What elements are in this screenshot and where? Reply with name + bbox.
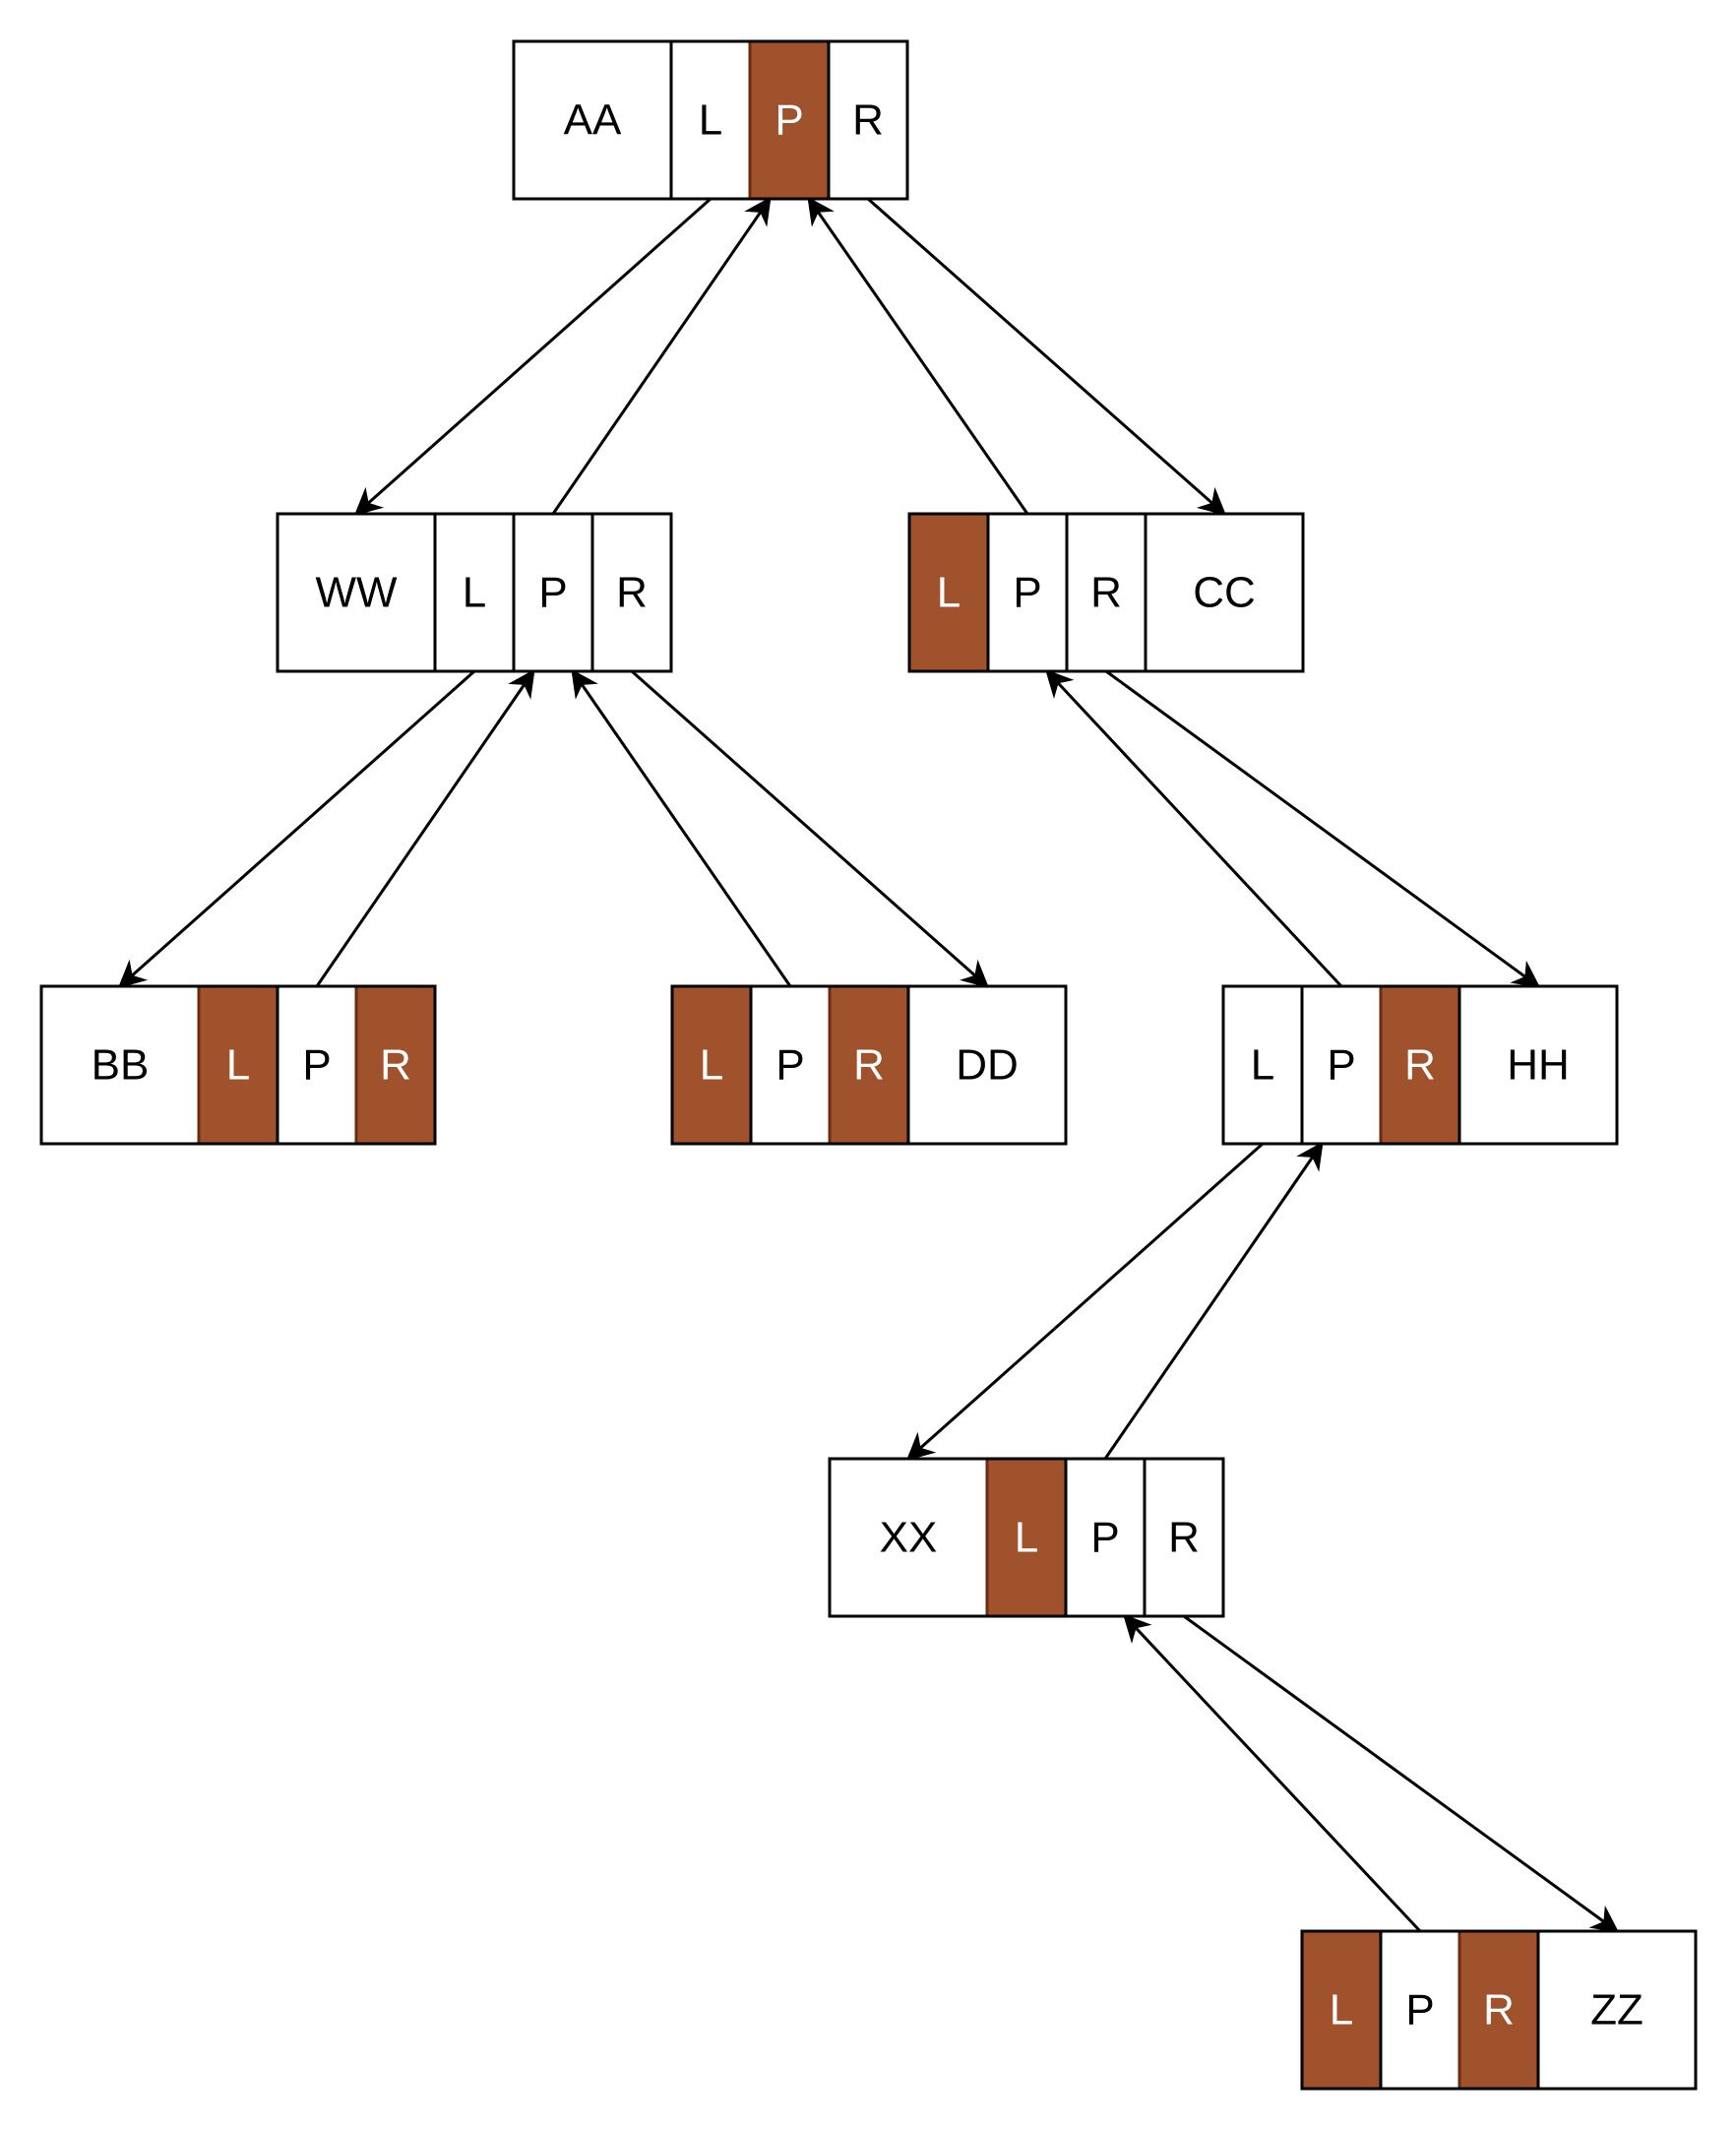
edge-hh-l-to-xx — [905, 1142, 1264, 1461]
node-bb-name-label: BB — [92, 1041, 150, 1090]
node-xx-p-label: P — [1090, 1514, 1119, 1562]
node-bb-r-label: R — [380, 1041, 411, 1090]
node-zz-p-label: P — [1405, 1986, 1434, 2035]
node-cc: L P R CC — [907, 512, 1305, 673]
node-xx-name-label: XX — [880, 1514, 938, 1562]
node-ww-r-label: R — [616, 569, 648, 617]
node-bb-r-cell — [354, 984, 437, 1146]
edge-aa-l-to-ww — [353, 197, 712, 516]
node-hh-r-label: R — [1404, 1041, 1436, 1090]
edge-cc-p-to-aa — [807, 196, 1029, 515]
node-cc-l-label: L — [937, 569, 961, 617]
node-bb-p-label: P — [302, 1041, 331, 1090]
node-ww-p-cell — [512, 512, 594, 673]
node-hh-name-cell — [1457, 984, 1619, 1146]
node-hh-l-label: L — [1251, 1041, 1274, 1090]
edge-zz-p-to-xx — [1123, 1613, 1422, 1933]
node-cc-outline — [907, 512, 1305, 673]
node-dd-outline — [670, 984, 1068, 1146]
node-zz-l-label: L — [1330, 1986, 1353, 2035]
node-cc-p-cell — [986, 512, 1069, 673]
node-xx-name-cell — [828, 1457, 989, 1618]
edge-xx-r-to-zz — [1183, 1614, 1620, 1933]
node-ww-outline — [276, 512, 673, 673]
node-ww-name-label: WW — [315, 569, 398, 617]
node-bb-outline — [39, 984, 437, 1146]
node-hh-p-label: P — [1327, 1041, 1355, 1090]
edge-xx-p-to-hh — [1103, 1141, 1324, 1460]
node-dd-l-label: L — [700, 1041, 723, 1090]
node-dd-p-label: P — [775, 1041, 804, 1090]
node-dd-r-label: R — [853, 1041, 885, 1090]
node-zz-outline — [1300, 1929, 1698, 2091]
node-ww-l-label: L — [463, 569, 486, 617]
node-aa-name-label: AA — [564, 96, 622, 145]
node-ww-l-cell — [433, 512, 516, 673]
node-aa-p-label: P — [775, 96, 803, 145]
node-hh-outline — [1221, 984, 1619, 1146]
node-xx-outline — [828, 1457, 1225, 1618]
node-xx: XX L P R — [828, 1457, 1225, 1618]
node-ww-p-label: P — [538, 569, 567, 617]
node-xx-l-cell — [985, 1457, 1068, 1618]
node-bb-l-label: L — [226, 1041, 250, 1090]
edge-aa-r-to-cc — [867, 197, 1227, 516]
node-xx-l-label: L — [1015, 1514, 1038, 1562]
node-bb-p-cell — [276, 984, 358, 1146]
node-ww-r-cell — [590, 512, 673, 673]
node-xx-p-cell — [1064, 1457, 1147, 1618]
node-ww: WW L P R — [276, 512, 673, 673]
node-cc-name-label: CC — [1193, 569, 1256, 617]
node-cc-r-label: R — [1090, 569, 1122, 617]
node-aa-r-label: R — [852, 96, 884, 145]
node-dd-name-label: DD — [956, 1041, 1019, 1090]
edge-bb-p-to-ww — [315, 668, 535, 987]
node-zz-name-label: ZZ — [1590, 1986, 1643, 2035]
edge-ww-l-to-bb — [117, 669, 475, 988]
node-aa-l-label: L — [699, 96, 722, 145]
edge-ww-p-to-aa — [551, 196, 772, 515]
edges-layer — [117, 196, 1620, 1933]
node-cc-name-cell — [1144, 512, 1305, 673]
node-hh-r-cell — [1379, 984, 1461, 1146]
edge-ww-r-to-dd — [631, 669, 990, 988]
edge-cc-r-to-hh — [1105, 669, 1541, 988]
node-hh-name-label: HH — [1507, 1041, 1570, 1090]
node-zz-r-label: R — [1483, 1986, 1515, 2035]
node-aa-outline — [512, 39, 909, 201]
edge-hh-p-to-cc — [1045, 668, 1343, 988]
edge-dd-p-to-ww — [571, 668, 792, 987]
node-xx-r-label: R — [1168, 1514, 1200, 1562]
node-cc-p-label: P — [1013, 569, 1041, 617]
